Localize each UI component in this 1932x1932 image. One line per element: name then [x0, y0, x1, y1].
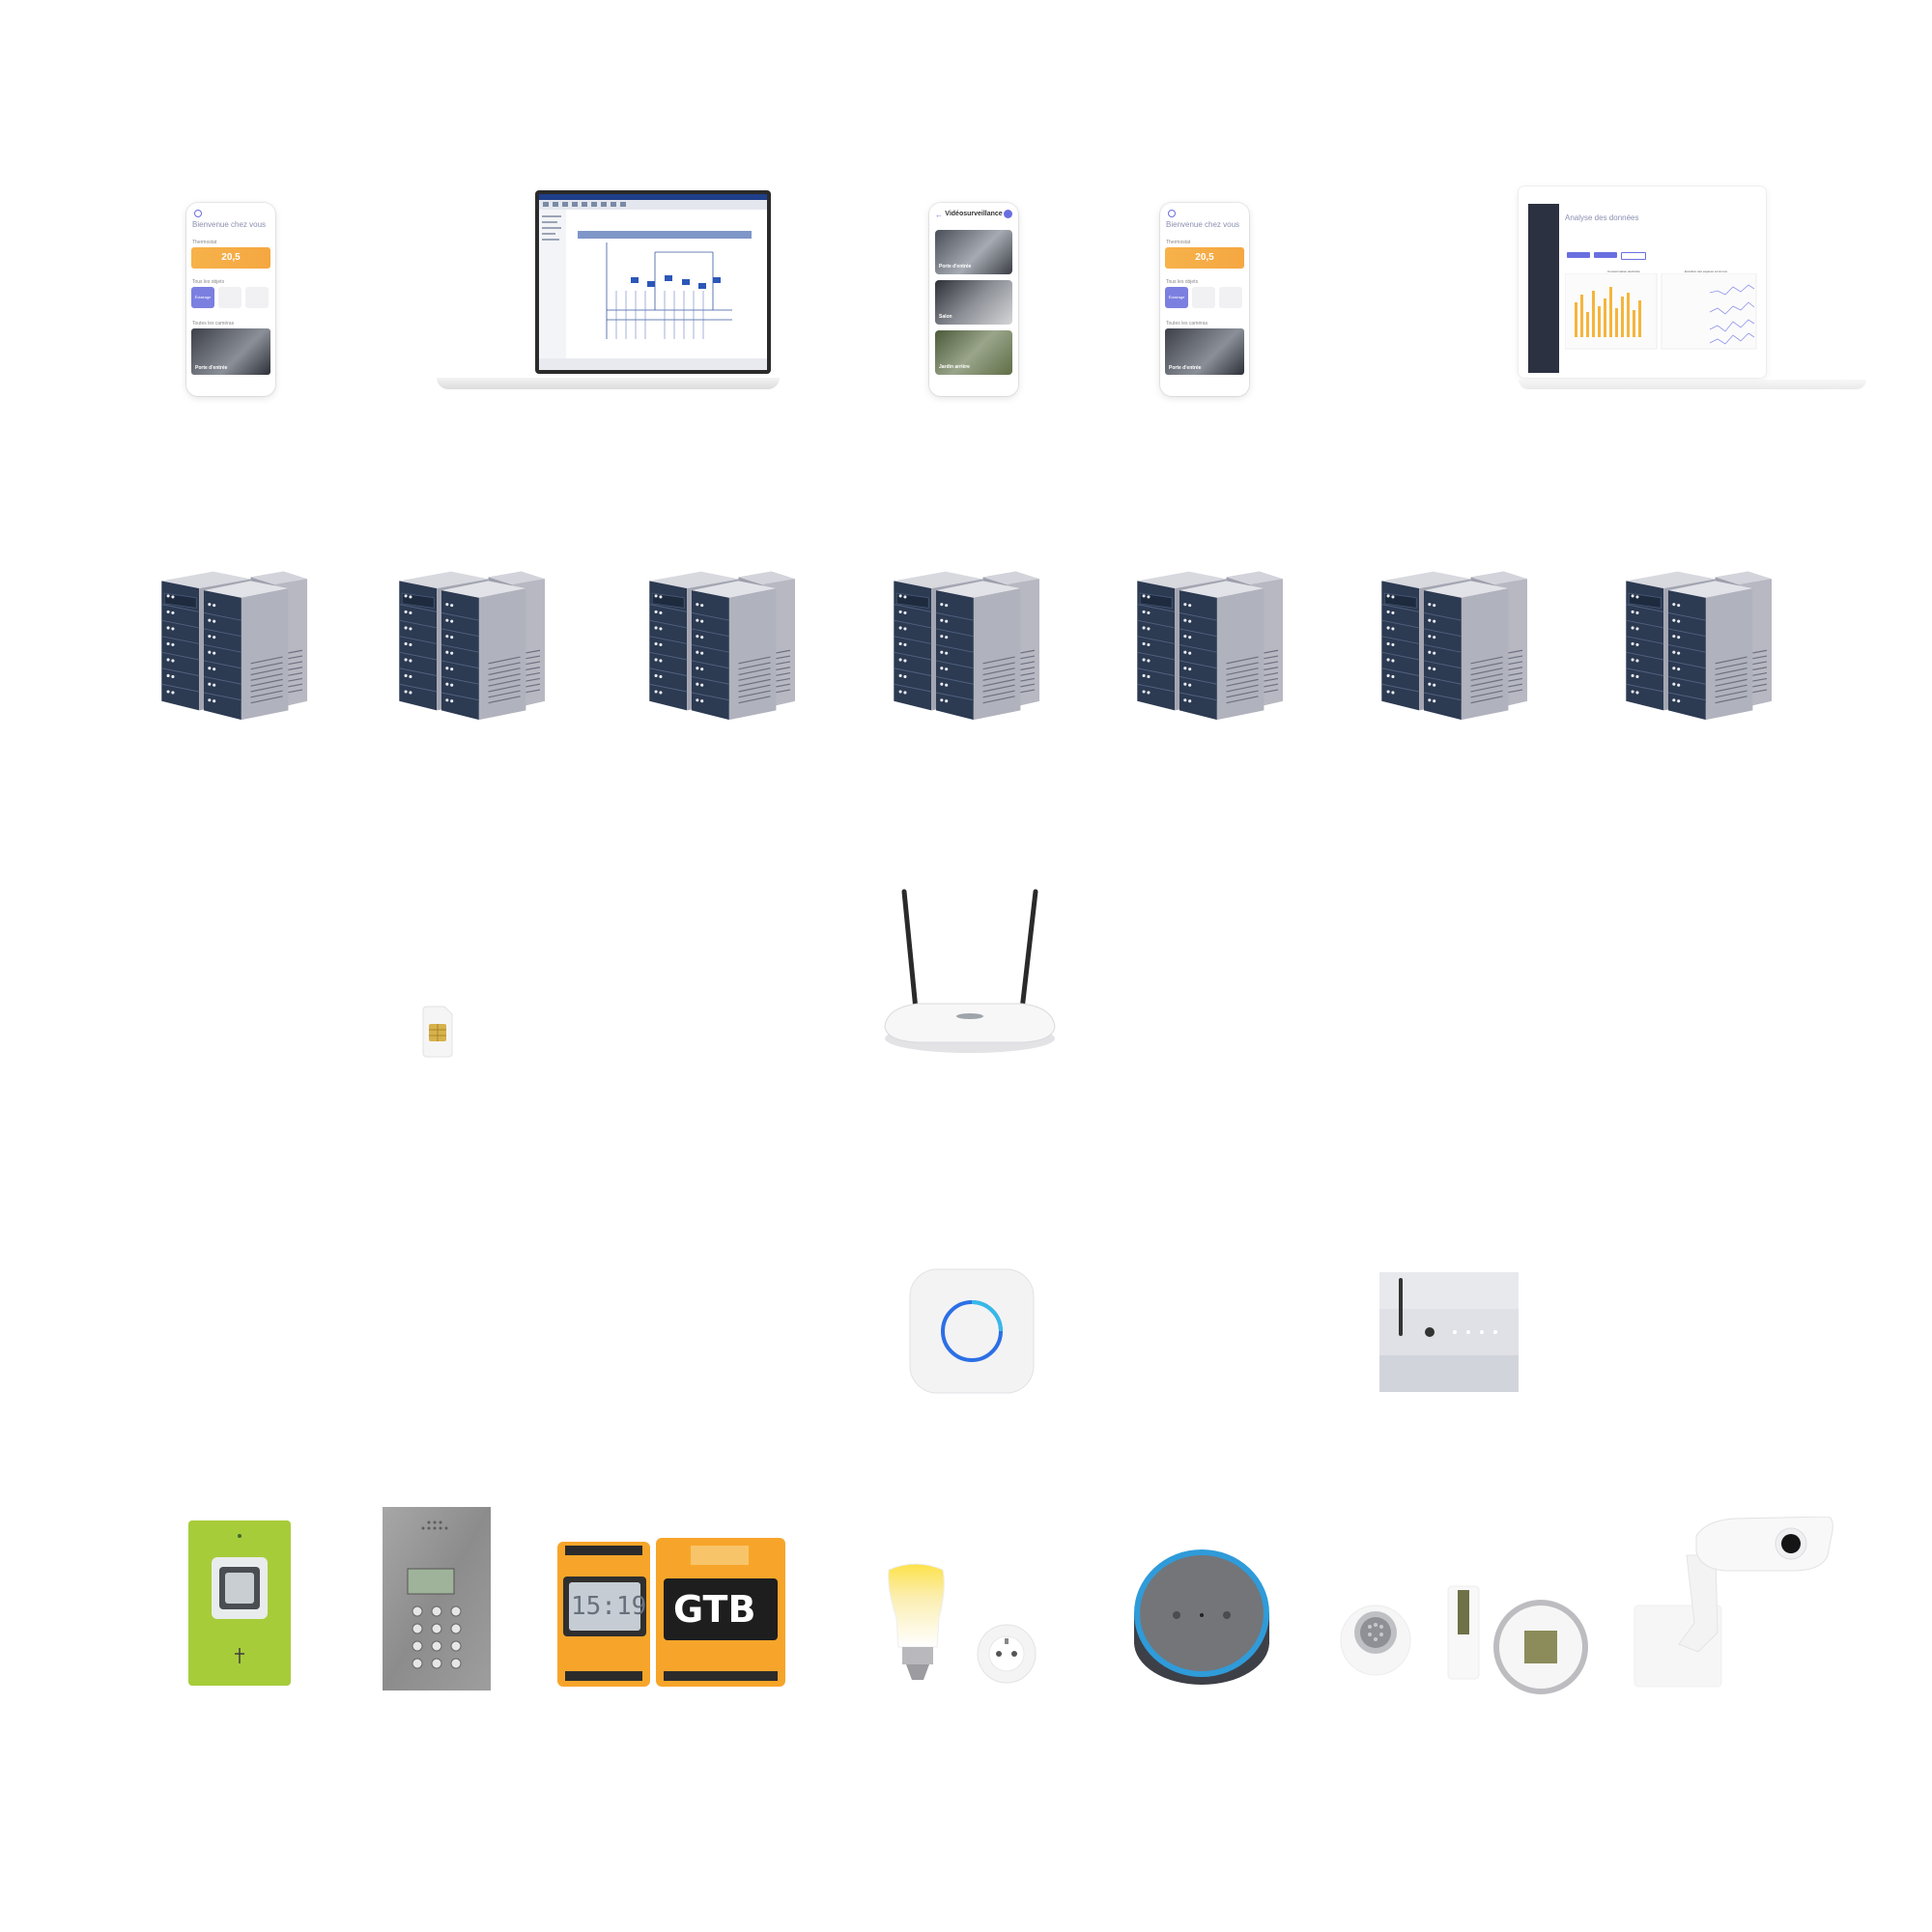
hub-bridge-icon — [909, 1268, 1035, 1394]
motion-sensor-icon — [1340, 1605, 1411, 1676]
camera-feed-1[interactable]: Porte d'entrée — [935, 230, 1012, 274]
camera-name: Salon — [939, 314, 952, 320]
thermostat-label: Thermostat — [192, 240, 217, 245]
back-arrow-icon[interactable]: ← — [935, 211, 943, 219]
camera-feed-3[interactable]: Jardin arrière — [935, 330, 1012, 375]
wifi-router-icon — [884, 889, 1056, 1053]
greeting-text: Bienvenue chez vous — [1166, 220, 1240, 229]
smartphone-video-app: ← Vidéosurveillance Porte d'entrée Salon… — [929, 203, 1018, 396]
camera-preview[interactable]: Porte d'entrée — [1165, 328, 1244, 375]
dashboard-title: Analyse des données — [1565, 213, 1639, 222]
object-tile[interactable] — [218, 287, 242, 308]
laptop-dashboard: Analyse des données Consommation électri… — [1519, 186, 1866, 389]
door-sensor-icon — [1447, 1585, 1480, 1680]
dashboard-screen: Analyse des données Consommation électri… — [1519, 186, 1766, 378]
smartphone-home-app: Bienvenue chez vous Thermostat 20,5 Tous… — [186, 203, 275, 396]
filter-button[interactable] — [1567, 252, 1590, 258]
server-rack-icon — [398, 571, 546, 721]
camera-name: Porte d'entrée — [195, 365, 228, 371]
logo-icon — [1168, 210, 1176, 217]
lighting-tile[interactable]: Éclairage — [191, 287, 214, 308]
temperature-display[interactable]: 20,5 — [191, 247, 270, 269]
server-rack-icon — [1136, 571, 1284, 721]
laptop-base — [437, 378, 780, 389]
controller-clock: 15:19 — [571, 1592, 647, 1621]
greeting-text: Bienvenue chez vous — [192, 220, 267, 229]
laptop-base — [1519, 380, 1866, 389]
laptop-schematic — [437, 190, 780, 389]
smart-bulb-icon — [888, 1563, 945, 1680]
sim-card-icon — [422, 1006, 453, 1058]
dashboard-sidebar — [1528, 204, 1559, 373]
filter-button[interactable] — [1621, 252, 1646, 260]
gtb-controller-icon — [557, 1538, 785, 1687]
server-rack-icon — [160, 571, 308, 721]
chart-title: Évolution des espaces communs — [1685, 270, 1727, 273]
object-tile[interactable] — [1192, 287, 1215, 308]
object-tile[interactable] — [245, 287, 269, 308]
server-rack-icon — [1625, 571, 1773, 721]
server-rack-icon — [1380, 571, 1528, 721]
camera-name: Jardin arrière — [939, 364, 970, 370]
gtb-controller: 15:19 GTB — [555, 1536, 787, 1690]
object-tile[interactable] — [1219, 287, 1242, 308]
camera-name: Porte d'entrée — [1169, 365, 1202, 371]
thermostat-label: Thermostat — [1166, 240, 1191, 245]
camera-name: Porte d'entrée — [939, 264, 972, 270]
smart-speaker-icon — [1134, 1549, 1269, 1685]
intercom-keypad-icon — [383, 1507, 491, 1690]
server-rack-icon — [893, 571, 1040, 721]
lighting-tile[interactable]: Éclairage — [1165, 287, 1188, 308]
wireless-gateway-icon — [1379, 1272, 1519, 1392]
laptop-screen — [535, 190, 771, 374]
security-camera-icon — [1634, 1517, 1833, 1688]
objects-label: Tous les objets — [192, 279, 225, 285]
cameras-label: Toutes les caméras — [1166, 321, 1208, 327]
camera-feed-2[interactable]: Salon — [935, 280, 1012, 325]
logo-icon — [194, 210, 202, 217]
temperature-display[interactable]: 20,5 — [1165, 247, 1244, 269]
video-title: Vidéosurveillance — [945, 211, 1003, 217]
badge-reader-icon — [188, 1520, 291, 1686]
thermostat-button-icon — [1493, 1600, 1588, 1694]
server-rack-icon — [648, 571, 796, 721]
smartphone-home-app: Bienvenue chez vous Thermostat 20,5 Tous… — [1160, 203, 1249, 396]
controller-label: GTB — [673, 1588, 756, 1631]
add-icon[interactable] — [1004, 210, 1012, 218]
chart-title: Consommation électricité — [1607, 270, 1640, 273]
smart-plug-icon — [977, 1624, 1037, 1684]
dashboard-charts — [1565, 273, 1757, 350]
schematic-window — [539, 194, 767, 370]
camera-preview[interactable]: Porte d'entrée — [191, 328, 270, 375]
cameras-label: Toutes les caméras — [192, 321, 235, 327]
filter-button[interactable] — [1594, 252, 1617, 258]
objects-label: Tous les objets — [1166, 279, 1199, 285]
